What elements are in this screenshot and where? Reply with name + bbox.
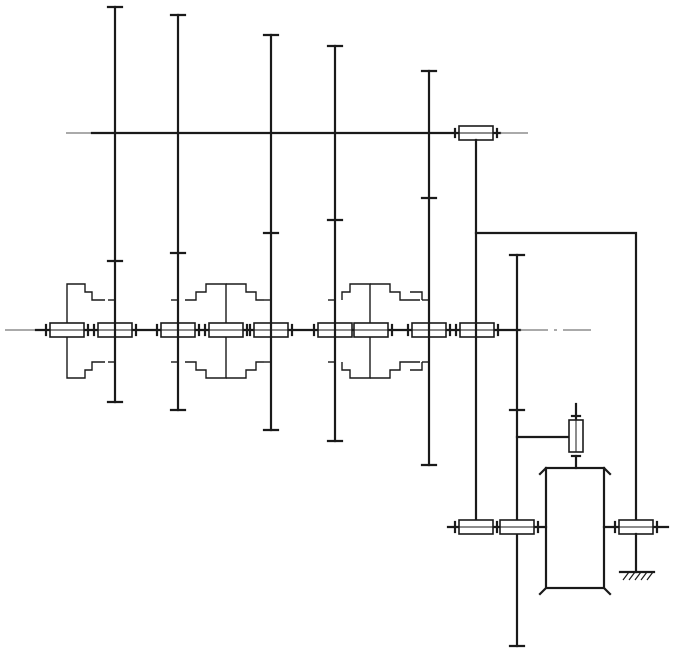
bearing-4 xyxy=(203,322,249,338)
gear-4 xyxy=(326,44,344,443)
drum-top-bearing xyxy=(568,402,584,470)
clutch-b xyxy=(185,283,264,379)
clutch-c xyxy=(341,283,420,379)
gear-5 xyxy=(420,69,438,467)
lower-bearing-3 xyxy=(613,519,659,535)
bearing-7 xyxy=(353,322,394,338)
lower-bearing-1 xyxy=(453,519,499,535)
upper-shaft-bearing xyxy=(453,125,499,141)
clutch-brackets xyxy=(66,283,429,379)
gear-1 xyxy=(106,5,124,404)
gear-hubs xyxy=(108,291,429,371)
linkage-frame xyxy=(474,231,638,522)
drum-housing xyxy=(538,466,612,596)
gear-lines xyxy=(106,5,526,648)
lower-bearings xyxy=(453,519,659,535)
bearing-1 xyxy=(44,322,90,338)
clutch-a xyxy=(66,283,105,379)
gear-3 xyxy=(262,33,280,432)
output-gear xyxy=(508,253,526,648)
lower-bearing-2 xyxy=(499,519,540,535)
ground-support xyxy=(618,532,656,581)
gear-2 xyxy=(169,13,187,412)
